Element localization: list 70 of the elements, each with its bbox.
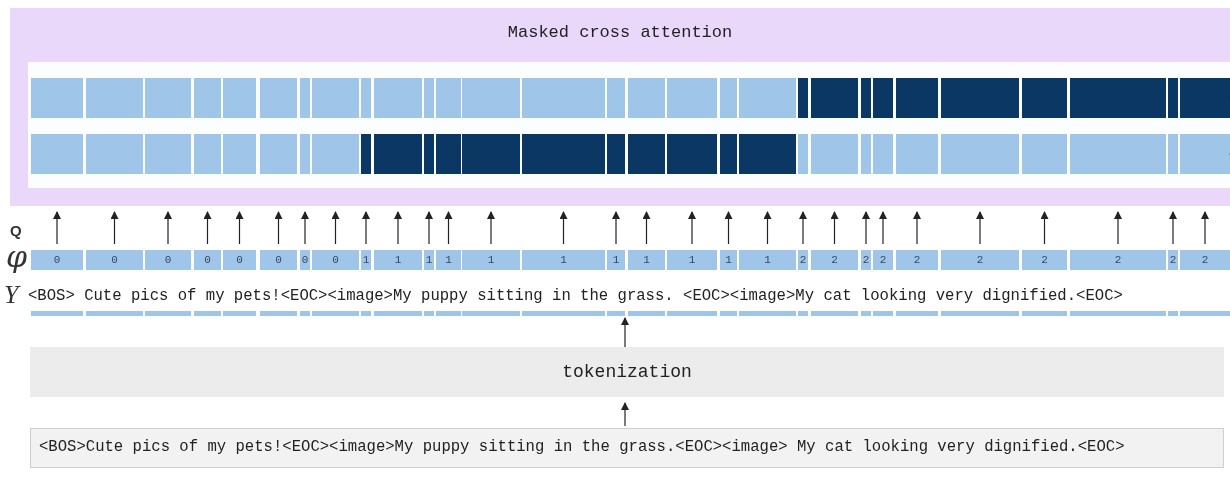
arrow [724, 211, 733, 245]
arrow [976, 211, 984, 245]
attention-mask-row [30, 78, 1230, 118]
token-cell: 0 [145, 250, 191, 270]
panel-title: Masked cross attention [506, 22, 734, 44]
tokenization-box: tokenization [30, 347, 1224, 397]
token-cell: 2 [861, 250, 871, 270]
token-cell: 1 [424, 250, 434, 270]
arrow [862, 211, 870, 245]
arrow [444, 211, 453, 245]
attention-mask-row [30, 134, 1230, 174]
arrow [1201, 211, 1209, 245]
arrow [331, 211, 340, 245]
input-text-box: <BOS>Cute pics of my pets!<EOC><image>My puppy sitting in the grass.<EOC><image> My cat looking very dignified.<EOC> [30, 428, 1224, 468]
token-cell: 0 [31, 250, 83, 270]
arrow [559, 211, 568, 245]
arrow [301, 211, 309, 245]
arrow [235, 211, 244, 245]
token-cell: 1 [522, 250, 605, 270]
token-cell: 1 [628, 250, 665, 270]
token-cell: 0 [86, 250, 143, 270]
token-cell: 1 [720, 250, 737, 270]
arrow [394, 211, 402, 245]
arrow [879, 211, 887, 245]
arrow [1114, 211, 1122, 245]
arrow [487, 211, 495, 245]
y-label: Y [4, 280, 19, 310]
token-cell: 1 [436, 250, 461, 270]
token-cell: 2 [873, 250, 893, 270]
arrow [830, 211, 839, 245]
arrow [53, 211, 61, 245]
arrow [1169, 211, 1177, 245]
token-cell: 0 [223, 250, 256, 270]
attention-panel [10, 8, 1230, 206]
token-cell: 1 [361, 250, 371, 270]
token-cell: 1 [607, 250, 625, 270]
token-cell: 0 [300, 250, 310, 270]
arrow [274, 211, 283, 245]
token-cell: 2 [811, 250, 858, 270]
arrow [763, 211, 772, 245]
token-cell: 0 [260, 250, 297, 270]
arrow [913, 211, 921, 245]
arrow [203, 211, 212, 245]
arrow [164, 211, 172, 245]
query-label: Q [10, 221, 22, 241]
token-cell: 2 [798, 250, 808, 270]
token-cell: 0 [312, 250, 359, 270]
arrow [799, 211, 807, 245]
arrow [642, 211, 651, 245]
arrow [1040, 211, 1049, 245]
arrow [612, 211, 620, 245]
token-cell: 1 [374, 250, 422, 270]
token-cell: 2 [1168, 250, 1178, 270]
arrow [425, 211, 433, 245]
token-cell: 2 [941, 250, 1019, 270]
token-cell: 2 [1070, 250, 1166, 270]
token-text: <BOS> Cute pics of my pets!<EOC><image>My puppy sitting in the grass. <EOC><image>My cat looking very dignified.<EOC> [28, 285, 1123, 307]
token-cell: 2 [896, 250, 938, 270]
arrow [621, 402, 629, 427]
token-cell: 2 [1022, 250, 1067, 270]
arrow [110, 211, 119, 245]
token-cell: 1 [462, 250, 520, 270]
arrow [621, 317, 629, 348]
token-cell: 2 [1180, 250, 1230, 270]
token-cell: 0 [194, 250, 221, 270]
arrow [688, 211, 696, 245]
token-cell: 1 [667, 250, 717, 270]
arrow [362, 211, 370, 245]
token-cell: 1 [739, 250, 796, 270]
phi-label: φ [6, 240, 27, 274]
